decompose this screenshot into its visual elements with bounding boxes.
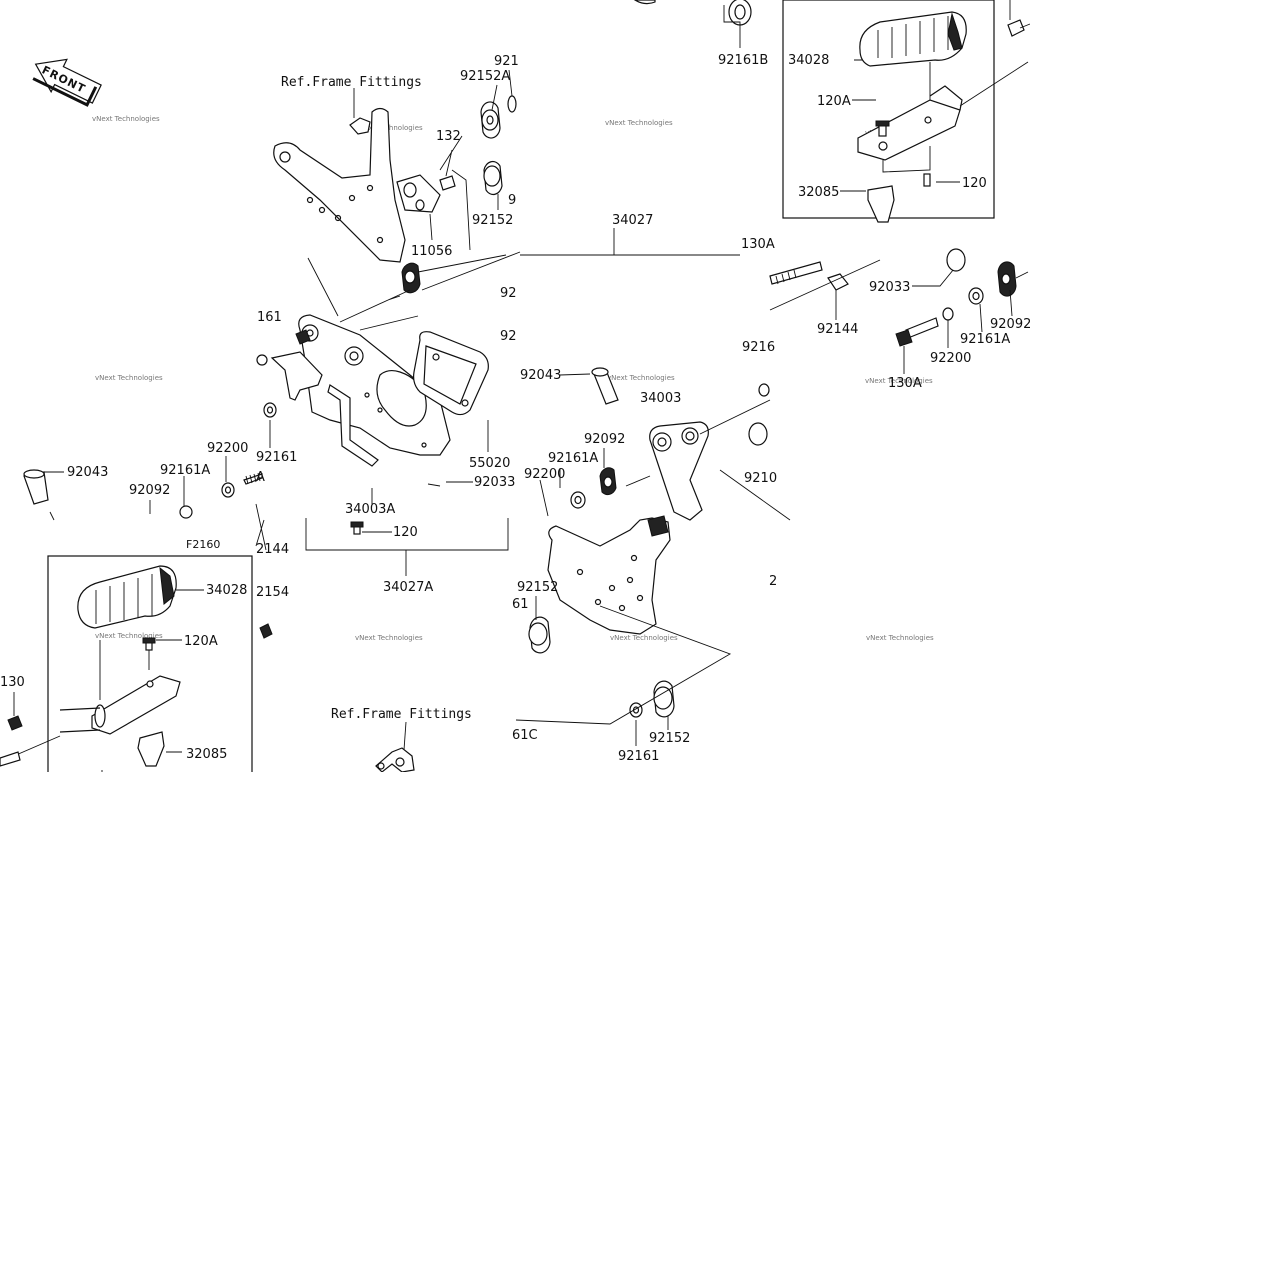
watermark: vNext Technologies [866,634,934,642]
bolt-130 [0,692,61,767]
spacer-11056 [401,213,507,294]
part-label: 2154 [256,585,289,600]
part-label: 9210 [744,471,777,486]
part-label: 92161A [548,451,598,466]
part-label: 92152A [460,69,510,84]
part-label: 92043 [67,465,108,480]
part-label: 92033 [474,475,515,490]
part-label: 921 [494,54,519,69]
part-label: 92161 [256,450,297,465]
part-label: 92152 [472,213,513,228]
part-label: 92161 [618,749,659,764]
part-label: 61 [512,597,529,612]
watermark: vNext Technologies [95,374,163,382]
part-label: 92152 [517,580,558,595]
bushing-92161B [633,0,752,48]
part-label: 34028 [788,53,829,68]
group-label-34027: 34027 [612,213,653,228]
ref-frame-fittings-lower: Ref.Frame Fittings [331,707,472,722]
watermark: vNext Technologies [607,374,675,382]
part-label: 55020 [469,456,510,471]
watermark: vNext Technologies [610,634,678,642]
part-label: 120A [184,634,218,649]
group-label-34027A: 34027A [383,580,433,595]
part-label: 92200 [524,467,565,482]
rear-bracket-lower [515,515,732,746]
part-label: 130 [0,675,25,690]
part-label: 9216 [742,340,775,355]
part-label: 92043 [520,368,561,383]
watermark: vNext Technologies [355,634,423,642]
group-label-F2160: F2160 [186,538,220,551]
part-label: A [256,470,265,485]
part-label: 92092 [990,317,1031,332]
part-label: 130A [888,376,922,391]
right-cluster [769,248,1029,374]
part-label: 120 [393,525,418,540]
part-label: 32085 [186,747,227,762]
left-side-parts [23,456,273,639]
watermark: vNext Technologies [92,115,160,123]
pedal-plate-34003A [256,228,740,576]
rear-bracket-upper [273,88,441,263]
part-labels: 92161B 34028 120A 120 32085 921 92152A 1… [0,53,1031,764]
part-label: 34003 [640,391,681,406]
pivot-34003 [539,367,791,521]
part-label: 130A [741,237,775,252]
ref-frame-fittings-upper: Ref.Frame Fittings [281,75,422,90]
part-label: 92152 [649,731,690,746]
frame-fitting-lower [375,721,415,773]
watermark: vNext Technologies [95,632,163,640]
footpeg-box-top-right [782,0,1031,223]
collars-upper [480,69,517,210]
bolt-132 [439,135,471,251]
part-label: 92200 [930,351,971,366]
part-label: 92161A [960,332,1010,347]
part-label: 120A [817,94,851,109]
front-arrow-icon: FRONT [32,58,102,107]
watermark: vNext Technologies [605,119,673,127]
part-label: 32085 [798,185,839,200]
part-label: 132 [436,129,461,144]
part-label: 34028 [206,583,247,598]
part-label: 2 [769,574,777,589]
part-label: 92161A [160,463,210,478]
part-label: 92092 [129,483,170,498]
part-label: 92200 [207,441,248,456]
part-label: 92161B [718,53,768,68]
part-label: 92 [500,329,517,344]
part-label: 92 [500,286,517,301]
part-label: 9 [508,193,516,208]
part-label: 92144 [817,322,858,337]
part-label: 92092 [584,432,625,447]
blank-area-right [1030,0,1285,790]
part-label: 161 [257,310,282,325]
part-label: 11056 [411,244,452,259]
part-label: 34003A [345,502,395,517]
part-label: 120 [962,176,987,191]
watermark: vNext Technologies [865,377,933,385]
blank-area-bottom [0,772,1285,1285]
part-label: 92033 [869,280,910,295]
part-label: 2144 [256,542,289,557]
part-label: 61C [512,728,538,743]
